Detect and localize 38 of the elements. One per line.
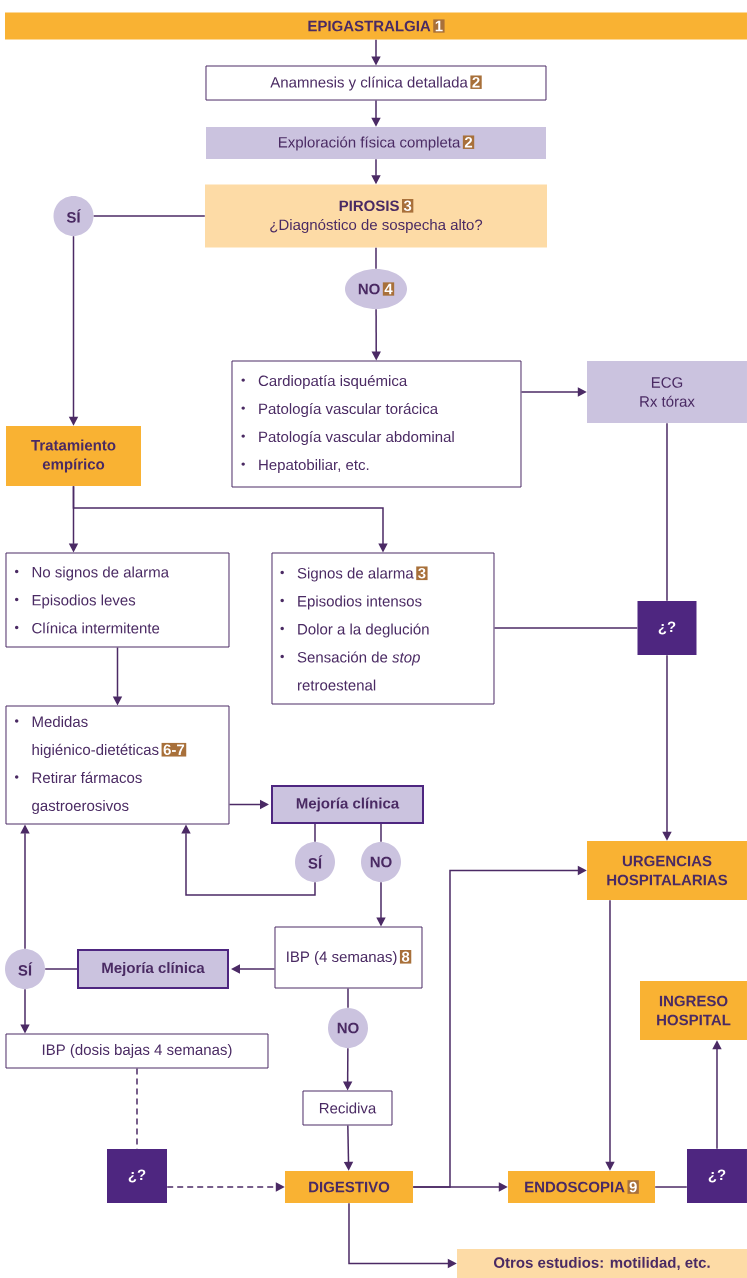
callout-number: 3 [402, 198, 414, 213]
callout-number: 9 [627, 1180, 639, 1194]
process-box: Recidiva [302, 1090, 393, 1126]
process-box: Anamnesis y clínica detallada 2 [205, 65, 547, 101]
outcome-box: Mejoría clínica [271, 785, 424, 824]
result-box: INGRESO HOSPITAL [640, 981, 747, 1040]
connector-line [44, 968, 78, 970]
result-box: URGENCIAS HOSPITALARIAS [587, 841, 747, 900]
result-box: DIGESTIVO [285, 1171, 413, 1203]
question-square: ¿? [637, 601, 697, 655]
result-box: Tratamiento empírico [6, 426, 141, 486]
decision-box: PIROSIS 3 ¿Diagnóstico de sospecha alto? [205, 184, 547, 248]
connector-line [493, 627, 639, 629]
connector-line [347, 987, 349, 1009]
connector-line [92, 215, 206, 217]
arrow [231, 964, 276, 974]
process-box: Exploración física completa 2 [206, 127, 546, 159]
callout-number: 2 [470, 75, 482, 89]
result-box: Otros estudios: motilidad, etc. [457, 1249, 747, 1278]
callout-number: 3 [416, 566, 428, 581]
process-box: IBP (dosis bajas 4 semanas) [5, 1033, 269, 1069]
process-box: IBP (4 semanas) 8 [274, 926, 423, 989]
connector-line [666, 422, 668, 602]
outcome-box: Mejoría clínica [77, 949, 229, 989]
process-box: ECG Rx tórax [587, 361, 747, 423]
callout-number: 1 [433, 19, 445, 33]
result-box: ENDOSCOPIA 9 [508, 1171, 655, 1203]
title-banner: EPIGASTRALGIA 1 [5, 12, 747, 40]
connector-line [375, 246, 377, 270]
list-box: Signos de alarma 3 Episodios intensos Dolor a la deglución Sensación de stop retroestenal [271, 552, 495, 705]
list-box: Medidas higiénico-dietéticas 6-7 Retirar fármacos gastroerosivos [5, 705, 230, 825]
list-box: No signos de alarma Episodios leves Clínica intermitente [5, 552, 230, 648]
connector-line [654, 1186, 688, 1188]
question-square: ¿? [687, 1149, 747, 1203]
connector-line [314, 823, 316, 843]
connector-line [380, 823, 382, 843]
list-box: Cardiopatía isquémica Patología vascular torácica Patología vascular abdominal Hepatobiliar, etc. [231, 360, 522, 488]
question-square: ¿? [107, 1149, 167, 1203]
